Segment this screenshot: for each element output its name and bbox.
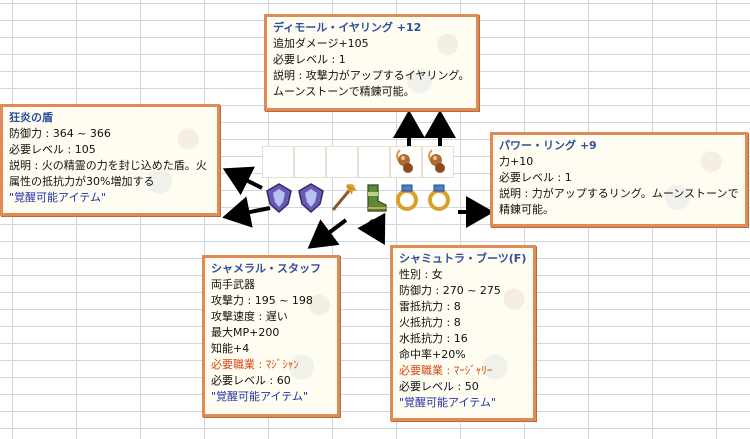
inventory-slot[interactable]: [262, 146, 294, 178]
boots-tooltip: シャミュトラ・ブーツ(F) 性別 : 女 防御力 : 270 ~ 275 雷抵抗…: [390, 245, 536, 421]
arrow-to-shield: [222, 166, 263, 196]
staff-tooltip: シャメラル・スタッフ 両手武器 攻撃力 : 195 ~ 198 攻撃速度 : 遅…: [202, 255, 340, 417]
tooltip-description: 説明 : 火の精霊の力を封じ込めた盾。火属性の抵抗力が30%増加する: [9, 159, 207, 188]
earring-icon[interactable]: [392, 146, 422, 178]
inventory-slots: [262, 146, 456, 218]
level-requirement: 必要レベル : 50: [399, 380, 479, 393]
tooltip-title: パワー・リング +9: [499, 139, 597, 152]
tooltip-line: 水抵抗力 : 16: [399, 332, 468, 345]
tooltip-line: 防御力 : 364 ~ 366: [9, 127, 111, 140]
level-requirement: 必要レベル : 60: [211, 374, 291, 387]
tooltip-line: 必要レベル : 105: [9, 143, 96, 156]
tooltip-description: 説明 : 力がアップするリング。ムーンストーンで精錬可能。: [499, 187, 739, 216]
arrow-to-staff: [307, 218, 348, 249]
tooltip-title: シャミュトラ・ブーツ(F): [399, 252, 527, 265]
staff-icon[interactable]: [328, 182, 358, 214]
tooltip-line: 必要レベル : 1: [273, 53, 346, 66]
ring-icon[interactable]: [392, 182, 422, 214]
tooltip-line: 両手武器: [211, 278, 255, 291]
tooltip-line: 雷抵抗力 : 8: [399, 300, 461, 313]
tooltip-line: 性別 : 女: [399, 268, 443, 281]
tooltip-line: 最大MP+200: [211, 326, 280, 339]
tooltip-title: 狂炎の盾: [9, 111, 53, 124]
awakening-label: "覚醒可能アイテム": [9, 191, 107, 204]
tooltip-title: ディモール・イヤリング +12: [273, 21, 422, 34]
tooltip-title: シャメラル・スタッフ: [211, 262, 321, 275]
tooltip-line: 攻撃力 : 195 ~ 198: [211, 294, 313, 307]
earring-icon[interactable]: [424, 146, 454, 178]
class-requirement: 必要職業 : ﾏｼﾞｼｬﾝ: [211, 358, 299, 371]
class-requirement: 必要職業 : ﾏｰｼﾞｬﾘｰ: [399, 364, 493, 377]
shield-icon[interactable]: [296, 182, 326, 214]
shield-tooltip: 狂炎の盾 防御力 : 364 ~ 366 必要レベル : 105 説明 : 火の…: [0, 104, 220, 216]
tooltip-description: 説明 : 攻撃力がアップするイヤリング。ムーンストーンで精錬可能。: [273, 69, 470, 98]
inventory-slot[interactable]: [326, 146, 358, 178]
earring-tooltip: ディモール・イヤリング +12 追加ダメージ+105 必要レベル : 1 説明 …: [264, 14, 479, 111]
awakening-label: "覚醒可能アイテム": [399, 396, 497, 409]
tooltip-line: 命中率+20%: [399, 348, 466, 361]
tooltip-line: 火抵抗力 : 8: [399, 316, 461, 329]
tooltip-line: 追加ダメージ+105: [273, 37, 369, 50]
tooltip-line: 力+10: [499, 155, 534, 168]
shield-icon[interactable]: [264, 182, 294, 214]
ring-icon[interactable]: [424, 182, 454, 214]
ring-tooltip: パワー・リング +9 力+10 必要レベル : 1 説明 : 力がアップするリン…: [490, 132, 748, 227]
tooltip-line: 必要レベル : 1: [499, 171, 572, 184]
boots-icon[interactable]: [360, 182, 390, 214]
tooltip-line: 知能+4: [211, 342, 250, 355]
awakening-label: "覚醒可能アイテム": [211, 390, 309, 403]
inventory-slot[interactable]: [358, 146, 390, 178]
arrow-to-boots: [357, 212, 386, 245]
tooltip-line: 防御力 : 270 ~ 275: [399, 284, 501, 297]
inventory-slot[interactable]: [294, 146, 326, 178]
tooltip-line: 攻撃速度 : 遅い: [211, 310, 288, 323]
arrow-to-shield-2: [222, 196, 271, 228]
